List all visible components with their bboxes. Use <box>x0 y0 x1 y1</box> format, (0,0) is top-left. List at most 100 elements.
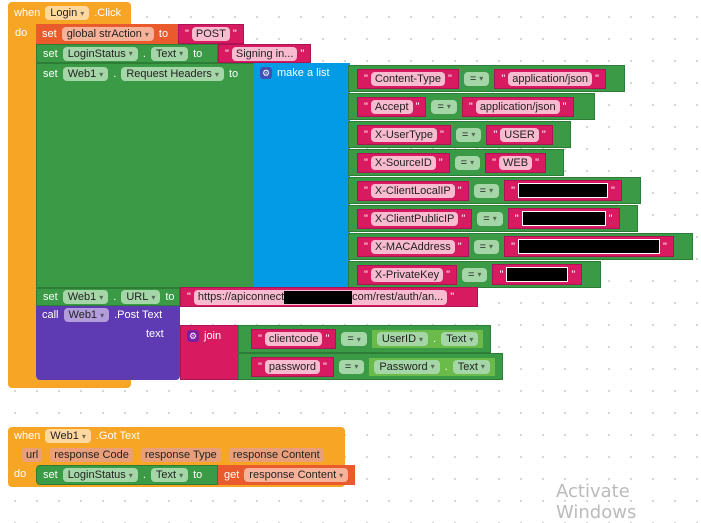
url-end: com/rest/auth/an... <box>352 291 444 303</box>
component-dropdown[interactable]: Login <box>45 6 90 20</box>
equals-dropdown[interactable]: = <box>338 359 365 374</box>
header-pair-block[interactable]: "Content-Type" = "application/json" <box>348 65 625 92</box>
param-response-code[interactable]: response Code <box>50 448 133 462</box>
string-value[interactable]: Content-Type <box>370 71 445 86</box>
header-pair-block[interactable]: "X-UserType" = "USER" <box>348 121 571 148</box>
string-block[interactable]: "" <box>504 236 674 257</box>
when-keyword: when <box>14 430 41 442</box>
component-dropdown[interactable]: LoginStatus <box>62 468 138 482</box>
component-dropdown[interactable]: Web1 <box>62 67 109 81</box>
string-value[interactable]: Accept <box>370 99 413 114</box>
param-url[interactable]: url <box>22 448 43 462</box>
call-post-text-block[interactable]: call Web1 .Post Text <box>36 306 180 380</box>
get-variable-block[interactable]: get response Content <box>218 465 355 485</box>
pair-block[interactable]: "password" = Password . Text <box>238 353 503 380</box>
equals-dropdown[interactable]: = <box>463 71 490 86</box>
string-value[interactable]: WEB <box>499 155 533 170</box>
param-response-type[interactable]: response Type <box>140 448 221 462</box>
header-pair-block[interactable]: "X-ClientLocalIP" = "" <box>348 177 641 204</box>
component-dropdown[interactable]: Web1 <box>45 429 91 443</box>
equals-dropdown[interactable]: = <box>473 183 500 198</box>
string-block[interactable]: "USER" <box>486 124 553 145</box>
set-request-headers-block[interactable]: set Web1 . Request Headers to <box>36 63 256 288</box>
string-block[interactable]: "X-UserType" <box>357 124 451 145</box>
string-block[interactable]: "X-ClientLocalIP" <box>357 180 469 201</box>
equals-dropdown[interactable]: = <box>477 211 503 226</box>
set-loginstatus-block[interactable]: set LoginStatus . Text to <box>36 44 218 63</box>
variable-dropdown[interactable]: global strAction <box>61 27 154 41</box>
string-block[interactable]: "" <box>507 208 620 229</box>
component-dropdown[interactable]: UserID <box>376 332 429 346</box>
property-dropdown[interactable]: Text <box>150 46 189 61</box>
equals-dropdown[interactable]: = <box>473 239 500 254</box>
string-value[interactable]: USER <box>500 127 539 142</box>
string-value[interactable]: X-PrivateKey <box>370 267 444 282</box>
string-block[interactable]: "" <box>504 180 622 201</box>
string-block[interactable]: "Accept" <box>357 96 427 117</box>
string-value[interactable]: clientcode <box>264 332 323 346</box>
string-value[interactable]: application/json <box>475 99 560 114</box>
string-value[interactable]: application/json <box>508 71 593 86</box>
string-block[interactable]: "Content-Type" <box>357 68 459 89</box>
equals-dropdown[interactable]: = <box>341 332 367 346</box>
component-dropdown[interactable]: LoginStatus <box>62 46 138 61</box>
component-dropdown[interactable]: Password <box>374 359 440 374</box>
string-value[interactable]: X-ClientLocalIP <box>370 183 455 198</box>
string-block[interactable]: "clientcode" <box>251 329 337 349</box>
string-value[interactable]: X-UserType <box>370 127 437 142</box>
string-block[interactable]: "X-SourceID" <box>357 152 450 173</box>
equals-dropdown[interactable]: = <box>455 127 482 142</box>
pair-block[interactable]: "clientcode" = UserID . Text <box>238 325 491 353</box>
variable-dropdown[interactable]: response Content <box>244 468 349 482</box>
equals-dropdown[interactable]: = <box>454 155 481 170</box>
header-pair-block[interactable]: "X-ClientPublicIP" = "" <box>348 205 638 232</box>
string-value[interactable]: X-MACAddress <box>370 239 455 254</box>
set-global-block[interactable]: set global strAction to <box>36 24 178 44</box>
string-block[interactable]: "X-PrivateKey" <box>357 264 458 285</box>
header-pair-block[interactable]: "X-PrivateKey" = "" <box>348 261 601 288</box>
string-block[interactable]: "X-MACAddress" <box>357 236 469 257</box>
dot: . <box>113 291 117 303</box>
dot: . <box>113 68 117 80</box>
string-block[interactable]: "X-ClientPublicIP" <box>357 208 473 229</box>
mutator-gear-icon[interactable]: ⚙ <box>187 330 199 342</box>
property-dropdown[interactable]: Text <box>150 468 189 482</box>
property-dropdown[interactable]: Request Headers <box>121 67 224 81</box>
string-block[interactable]: "WEB" <box>485 152 546 173</box>
join-block[interactable]: ⚙ join <box>180 325 240 380</box>
component-dropdown[interactable]: Web1 <box>63 308 110 322</box>
string-block[interactable]: "application/json" <box>461 96 574 117</box>
text-arg-label: text <box>146 328 164 340</box>
string-value[interactable]: X-SourceID <box>370 155 436 170</box>
url-start: https://apiconnect <box>197 291 285 303</box>
to-keyword: to <box>228 68 239 80</box>
property-dropdown[interactable]: URL <box>121 290 161 304</box>
header-pair-block[interactable]: "X-MACAddress" = "" <box>348 233 693 260</box>
string-block[interactable]: "application/json" <box>494 68 606 89</box>
header-pair-block[interactable]: "Accept" = "application/json" <box>348 93 595 120</box>
set-keyword: set <box>43 68 58 80</box>
getter-block[interactable]: Password . Text <box>369 357 495 376</box>
string-block[interactable]: "Signing in..." <box>218 44 312 63</box>
param-response-content[interactable]: response Content <box>228 448 324 462</box>
string-value[interactable]: POST <box>191 27 230 41</box>
mutator-gear-icon[interactable]: ⚙ <box>260 67 272 79</box>
string-value[interactable]: Signing in... <box>231 46 298 61</box>
header-pair-block[interactable]: "X-SourceID" = "WEB" <box>348 149 564 176</box>
equals-dropdown[interactable]: = <box>431 99 457 114</box>
string-block[interactable]: "" <box>492 264 583 285</box>
set-url-block[interactable]: set Web1 . URL to <box>36 288 180 306</box>
string-value[interactable]: password <box>264 359 320 374</box>
set-loginstatus-block[interactable]: set LoginStatus . Text to <box>36 465 218 485</box>
string-value[interactable]: X-ClientPublicIP <box>370 211 459 226</box>
property-dropdown[interactable]: Text <box>441 332 479 346</box>
make-a-list-block[interactable]: ⚙ make a list <box>254 63 350 288</box>
string-block[interactable]: "password" <box>251 356 334 377</box>
equals-dropdown[interactable]: = <box>462 267 488 282</box>
string-block[interactable]: "POST" <box>178 24 244 44</box>
url-value[interactable]: https://apiconnect com/rest/auth/an... <box>193 289 448 305</box>
getter-block[interactable]: UserID . Text <box>371 330 484 348</box>
component-dropdown[interactable]: Web1 <box>62 290 109 304</box>
property-dropdown[interactable]: Text <box>452 359 490 374</box>
